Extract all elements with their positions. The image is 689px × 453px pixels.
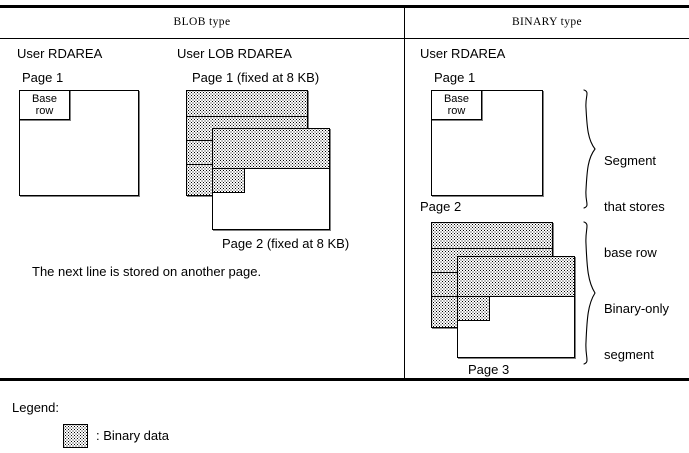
brace-top-line3: base row (604, 244, 657, 260)
brace-top-line1: Segment (604, 152, 657, 168)
binary-only-brace-label: Binary-only segment (604, 270, 669, 377)
blob-page1-label: Page 1 (22, 70, 64, 85)
table-bottom-border (0, 378, 689, 381)
blob-lob-page2-fill-band (213, 129, 329, 169)
blob-lob-page1-divider-1 (187, 116, 307, 117)
binary-segment-brace-bottom (582, 220, 598, 366)
brace-bottom-line1: Binary-only (604, 300, 670, 316)
table-top-border (0, 5, 689, 8)
blob-lob-page2-box (212, 128, 330, 230)
binary-segment-brace-top (582, 88, 598, 210)
blob-lob-page1-label: Page 1 (fixed at 8 KB) (192, 70, 320, 85)
binary-page3-box (457, 256, 575, 358)
legend-label-binary-data: : Binary data (96, 428, 169, 443)
binary-page2-divider-1 (432, 248, 552, 249)
blob-note: The next line is stored on another page. (32, 264, 262, 279)
table-header-separator (0, 38, 689, 39)
blob-base-row-label-line2: row (35, 105, 54, 117)
blob-base-row-box: Base row (19, 90, 70, 120)
blob-lob-page2-fill-notch (213, 169, 245, 193)
brace-top-line2: that stores (604, 198, 665, 214)
binary-page2-label: Page 2 (420, 199, 462, 214)
binary-page1-label: Page 1 (434, 70, 476, 85)
binary-page3-fill-band (458, 257, 574, 297)
blob-user-lob-rdarea-heading: User LOB RDAREA (177, 46, 292, 61)
blob-user-rdarea-heading: User RDAREA (17, 46, 103, 61)
binary-page3-label: Page 3 (468, 362, 510, 377)
column-header-binary: BINARY type (511, 16, 583, 28)
binary-base-row-box: Base row (431, 90, 482, 120)
blob-lob-page2-label: Page 2 (fixed at 8 KB) (222, 236, 350, 251)
column-divider (404, 6, 405, 378)
binary-base-row-label-line1: Base (443, 93, 470, 105)
binary-page3-fill-notch (458, 297, 490, 321)
binary-segment-brace-top-label: Segment that stores base row (604, 122, 665, 275)
legend-swatch-binary-data (63, 424, 88, 448)
binary-user-rdarea-heading: User RDAREA (420, 46, 506, 61)
brace-bottom-line2: segment (604, 346, 654, 362)
legend-title: Legend: (12, 400, 59, 415)
blob-base-row-label-line1: Base (31, 93, 58, 105)
binary-base-row-label-line2: row (447, 105, 466, 117)
column-header-blob: BLOB type (173, 16, 231, 28)
